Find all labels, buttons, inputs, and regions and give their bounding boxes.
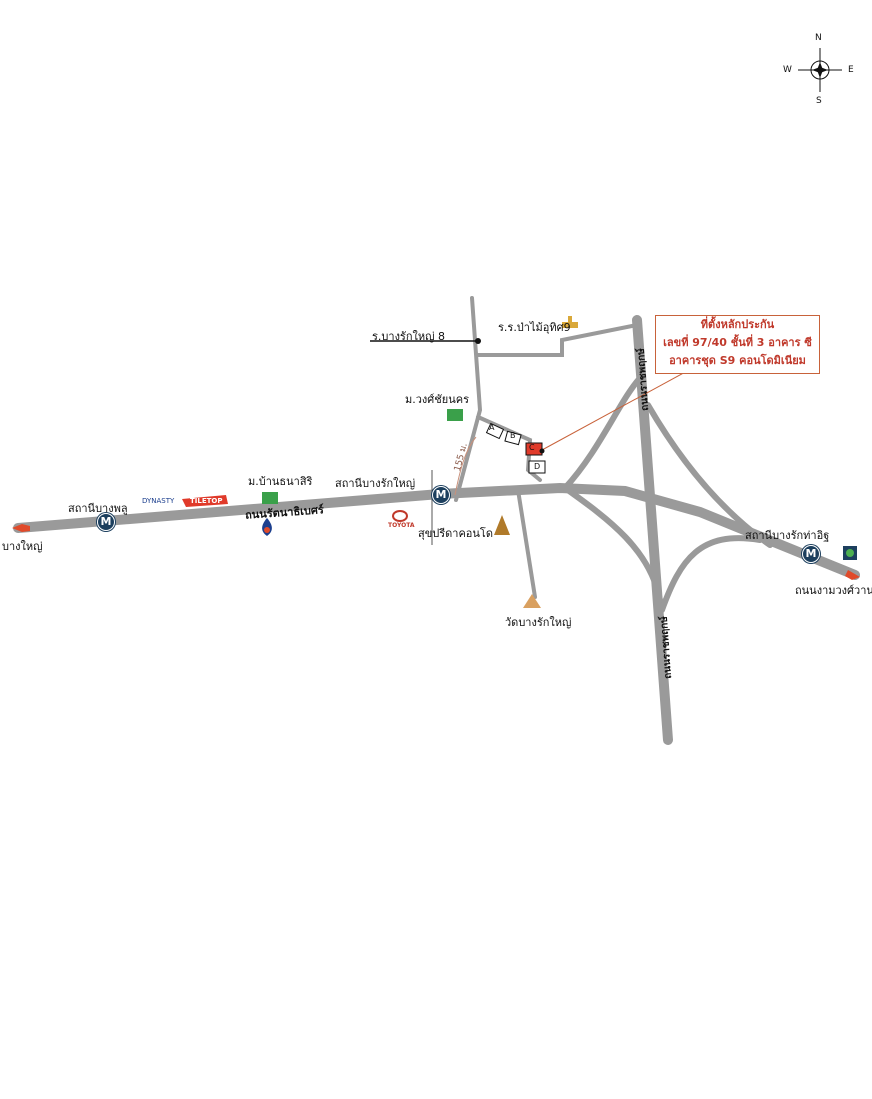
- distance-line: [454, 436, 477, 496]
- dynasty-tiletop-logo: [182, 495, 228, 507]
- junction-dot: [475, 338, 481, 344]
- property-line2: อาคารชุด S9 คอนโดมิเนียม: [669, 354, 806, 367]
- metro-icon: M: [100, 515, 112, 528]
- condo-label: สุขปรีดาคอนโด: [418, 527, 493, 540]
- west-destination: บางใหญ่: [2, 540, 43, 553]
- school-icon: [562, 316, 578, 328]
- metro-station-bang-phlu: M: [97, 513, 115, 531]
- building-d-label: D: [534, 462, 541, 471]
- soi-vertical: [454, 296, 483, 502]
- temple-icon: [523, 594, 541, 608]
- ramp-sw: [562, 485, 663, 603]
- toyota-icon: [392, 510, 408, 522]
- compass-e: E: [848, 65, 854, 75]
- metro-icon: M: [805, 547, 817, 560]
- school-road: [476, 323, 639, 357]
- ramp-ne: [562, 375, 643, 491]
- building-a: [485, 422, 505, 440]
- east-arrow: [845, 570, 860, 580]
- west-arrow: [12, 524, 30, 532]
- east-destination: ถนนงามวงศ์วาน: [795, 584, 872, 597]
- temple-road: [516, 488, 537, 599]
- road-rattanathibet: [13, 482, 860, 580]
- toyota-label: TOYOTA: [388, 522, 415, 529]
- building-d: [528, 460, 546, 474]
- compass-n: N: [815, 33, 822, 43]
- building-a-label: A: [489, 423, 495, 432]
- metro-icon: M: [435, 488, 447, 501]
- building-b: [504, 430, 522, 446]
- compass-icon: [798, 48, 842, 92]
- temple-label: วัดบางรักใหญ่: [505, 616, 572, 629]
- station1-label: สถานีบางรักใหญ่: [335, 477, 416, 490]
- village-icon-2: [262, 492, 278, 504]
- building-b-label: B: [510, 431, 516, 440]
- compass-s: S: [816, 96, 822, 106]
- ramp-e: [659, 535, 763, 613]
- building-c-label: C: [529, 443, 535, 452]
- dynasty-label: DYNASTY: [142, 497, 175, 505]
- property-location-box: ที่ตั้งหลักประกัน เลขที่ 97/40 ชั้นที่ 3…: [655, 315, 820, 374]
- condo-icon: [494, 515, 510, 535]
- soi-label: ร.บางรักใหญ่ 8: [372, 330, 445, 343]
- station3-label: สถานีบางรักท่าอิฐ: [745, 529, 830, 542]
- fuel-station-icon: [262, 518, 272, 536]
- road-ratchaphruek: [632, 315, 673, 745]
- metro-station-bang-rak-tha-it: M: [802, 545, 820, 563]
- metro-station-bang-rak-yai: M: [432, 486, 450, 504]
- compass-w: W: [783, 65, 792, 75]
- village2-label: ม.บ้านธนาสิริ: [248, 475, 313, 488]
- village-icon-1: [447, 409, 463, 421]
- tiletop-label: TILETOP: [190, 497, 223, 505]
- property-title: ที่ตั้งหลักประกัน: [700, 318, 775, 331]
- market-icon: [843, 546, 857, 560]
- station2-label: สถานีบางพลู: [68, 502, 128, 515]
- ramp-se: [645, 402, 773, 548]
- village1-label: ม.วงศ์ชัยนคร: [405, 393, 469, 406]
- property-line1: เลขที่ 97/40 ชั้นที่ 3 อาคาร ซี: [663, 336, 812, 349]
- school-label: ร.ร.ป่าไม้อุทิศ9: [498, 321, 571, 334]
